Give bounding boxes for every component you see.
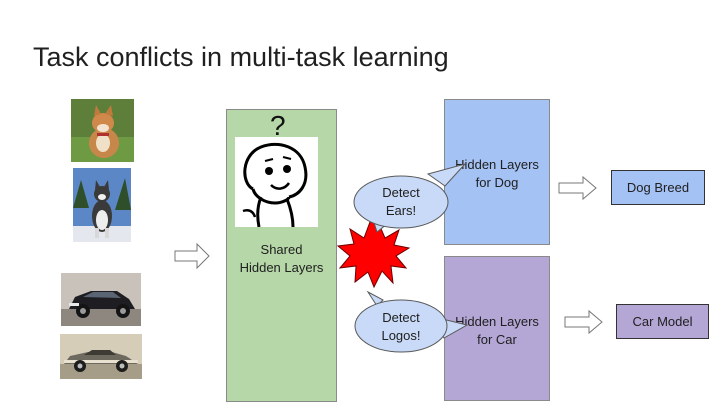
slide-title: Task conflicts in multi-task learning (33, 42, 449, 72)
classic-car-photo (60, 334, 142, 379)
conflict-burst-icon (336, 221, 411, 289)
detect-ears-text: Detect Ears! (382, 185, 420, 218)
confused-face-icon (235, 137, 318, 227)
car-output-arrow (564, 309, 603, 335)
audi-car-photo (61, 273, 141, 326)
shiba-inu-photo (71, 99, 134, 162)
car-model-output: Car Model (616, 304, 709, 339)
input-arrow (174, 242, 210, 270)
shared-hidden-layers-label: Shared Hidden Layers (239, 242, 324, 275)
dog-hidden-layers-box: Hidden Layers for Dog (444, 99, 550, 245)
car-hidden-layers-label: Hidden Layers for Car (455, 314, 539, 347)
dog-breed-output: Dog Breed (611, 170, 705, 205)
dog-output-arrow (558, 175, 597, 201)
husky-photo (73, 168, 131, 242)
car-hidden-layers-box: Hidden Layers for Car (444, 256, 550, 401)
dog-hidden-layers-label: Hidden Layers for Dog (455, 157, 539, 190)
question-mark: ? (270, 110, 286, 141)
detect-logos-text: Detect Logos! (381, 310, 421, 343)
